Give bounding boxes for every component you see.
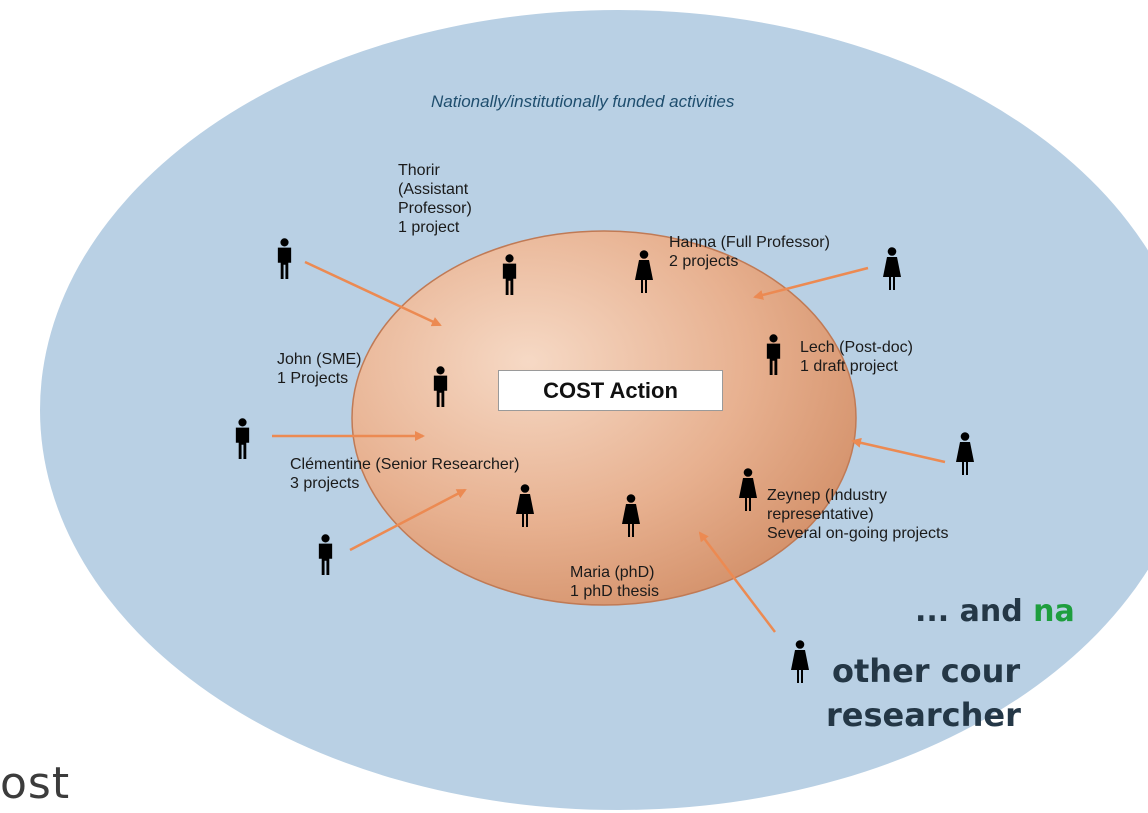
label-lech: Lech (Post-doc) 1 draft project	[800, 339, 913, 375]
cost-action-ellipse	[351, 230, 857, 606]
bottom-text-line3: researcher	[826, 696, 1021, 734]
bottom-text-prefix: ... and	[915, 594, 1034, 629]
label-john: John (SME) 1 Projects	[277, 351, 362, 387]
arrow-clementine	[349, 488, 467, 552]
label-clementine: Clémentine (Senior Researcher) 3 project…	[290, 456, 520, 492]
bottom-text-line1: ... and na	[915, 594, 1075, 629]
arrow-zeynep	[851, 437, 946, 464]
label-hanna: Hanna (Full Professor) 2 projects	[669, 234, 830, 270]
label-thorir: Thorir (Assistant Professor) 1 project	[398, 162, 472, 236]
arrow-maria	[698, 531, 776, 633]
arrow-hanna	[753, 266, 869, 300]
cost-action-box: COST Action	[498, 370, 723, 411]
funded-activities-caption: Nationally/institutionally funded activi…	[431, 92, 735, 111]
bottom-text-line2: other cour	[832, 652, 1021, 690]
arrow-thorir	[304, 260, 442, 327]
cost-logo: ost	[0, 758, 71, 809]
label-maria: Maria (phD) 1 phD thesis	[570, 564, 659, 600]
label-zeynep: Zeynep (Industry representative) Several…	[767, 487, 949, 542]
bottom-text-highlight: na	[1033, 594, 1075, 629]
